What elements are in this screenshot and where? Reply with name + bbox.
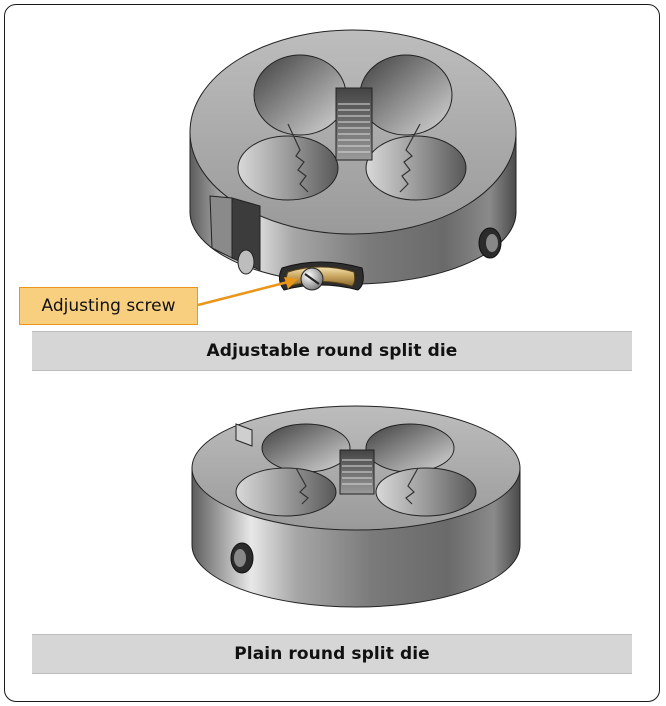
caption-adjustable-die: Adjustable round split die	[32, 331, 632, 371]
plain-die-drawing	[191, 405, 521, 608]
caption-plain-die: Plain round split die	[32, 634, 632, 674]
callout-leader-arrow	[197, 277, 298, 307]
adjustable-die-drawing	[189, 29, 517, 291]
adjusting-screw-callout: Adjusting screw	[19, 287, 198, 325]
